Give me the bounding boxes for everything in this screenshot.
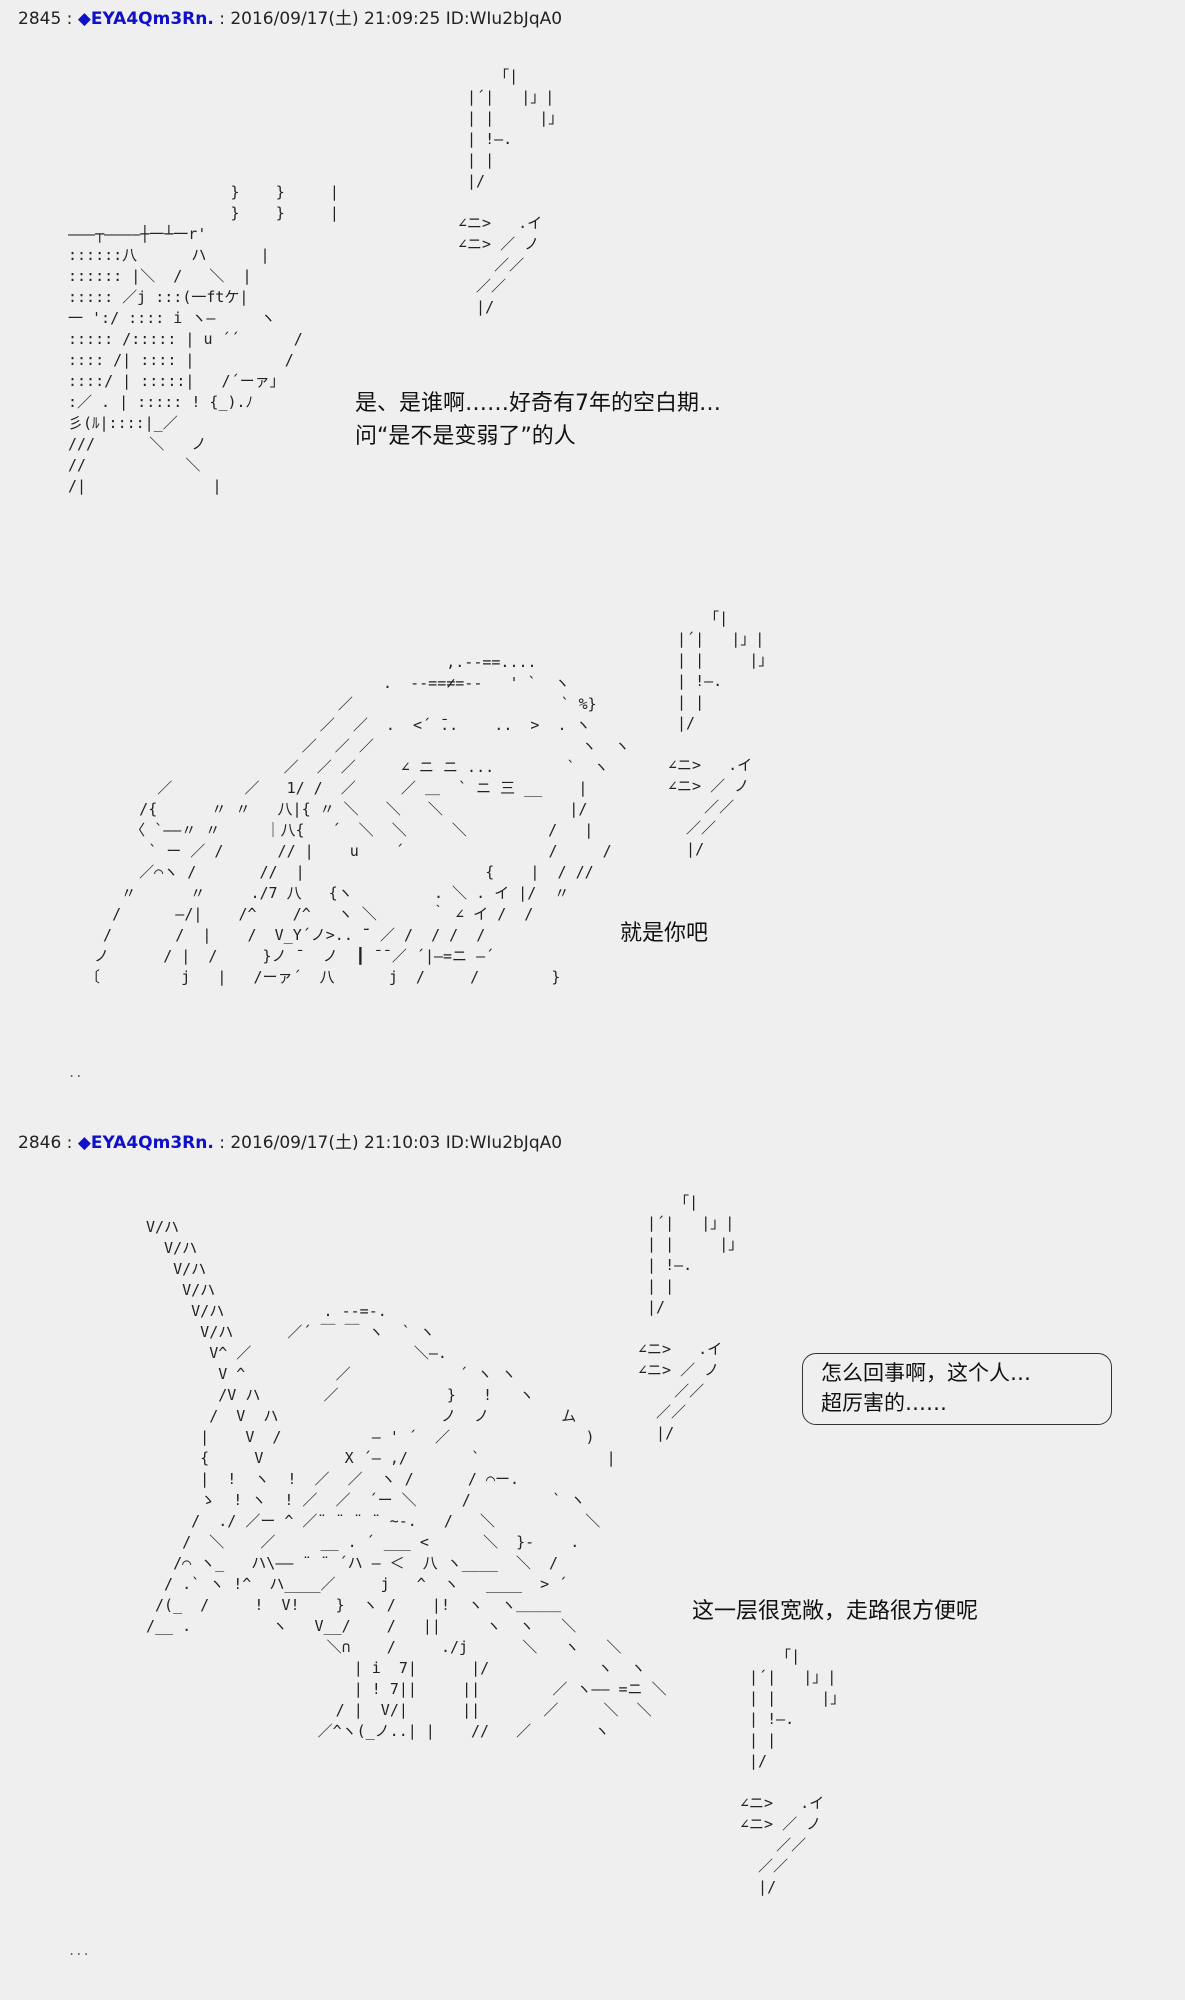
post-separator: :: [61, 9, 78, 29]
trail-dots: ...: [68, 1944, 90, 1958]
post-number: 2845: [18, 9, 62, 29]
dialogue-line-4: 这一层很宽敞，走路很方便呢: [692, 1599, 979, 1624]
dialogue-line-3: 就是你吧: [620, 921, 709, 946]
trip-diamond: ◆: [77, 9, 91, 29]
dialogue-line-1: 是、是谁啊……好奇有7年的空白期…: [355, 391, 721, 416]
ascii-sign-3: 「| |´| |」| | | |」 | !—. | | |/ ∠ニ> .イ ∠ニ…: [638, 1193, 744, 1442]
poster-trip[interactable]: EYA4Qm3Rn.: [90, 1133, 214, 1153]
speech-bubble: 怎么回事啊，这个人… 超厉害的……: [802, 1353, 1112, 1425]
post-meta: : 2016/09/17(土) 21:10:03 ID:WIu2bJqA0: [213, 1133, 563, 1153]
post-header-2846: 2846 : ◆EYA4Qm3Rn. : 2016/09/17(土) 21:10…: [18, 1128, 562, 1153]
post-meta: : 2016/09/17(土) 21:09:25 ID:WIu2bJqA0: [213, 9, 563, 29]
post-separator: :: [61, 1133, 78, 1153]
dialogue-line-2: 问“是不是变弱了”的人: [355, 424, 576, 449]
post-header-2845: 2845 : ◆EYA4Qm3Rn. : 2016/09/17(土) 21:09…: [18, 4, 562, 29]
ascii-sign-1: 「| |´| |」| | | |」 | !—. | | |/ ∠ニ> .イ ∠ニ…: [458, 67, 564, 316]
trail-dots: ..: [68, 1066, 83, 1080]
ascii-figure-2: ,.--==.... . --==≠=-- ' ` ヽ ／ ` %} ／ ／ .…: [85, 653, 630, 986]
bubble-line-2: 超厉害的……: [821, 1391, 947, 1415]
poster-trip[interactable]: EYA4Qm3Rn.: [90, 9, 214, 29]
ascii-figure-1: } } | } } | ———┬————┼一┴一r' ::::::八 ハ | :…: [68, 183, 339, 495]
post-number: 2846: [18, 1133, 62, 1153]
bubble-line-1: 怎么回事啊，这个人…: [821, 1361, 1031, 1385]
ascii-sign-2: 「| |´| |」| | | |」 | !—. | | |/ ∠ニ> .イ ∠ニ…: [668, 609, 774, 858]
ascii-sign-4: 「| |´| |」| | | |」 | !—. | | |/ ∠ニ> .イ ∠ニ…: [740, 1647, 846, 1896]
trip-diamond: ◆: [77, 1133, 91, 1153]
ascii-figure-3: V/ハ V/ハ V/ハ V/ハ V/ハ . --=-. V/ハ ／´ ￣ ￣ ヽ…: [146, 1218, 667, 1740]
